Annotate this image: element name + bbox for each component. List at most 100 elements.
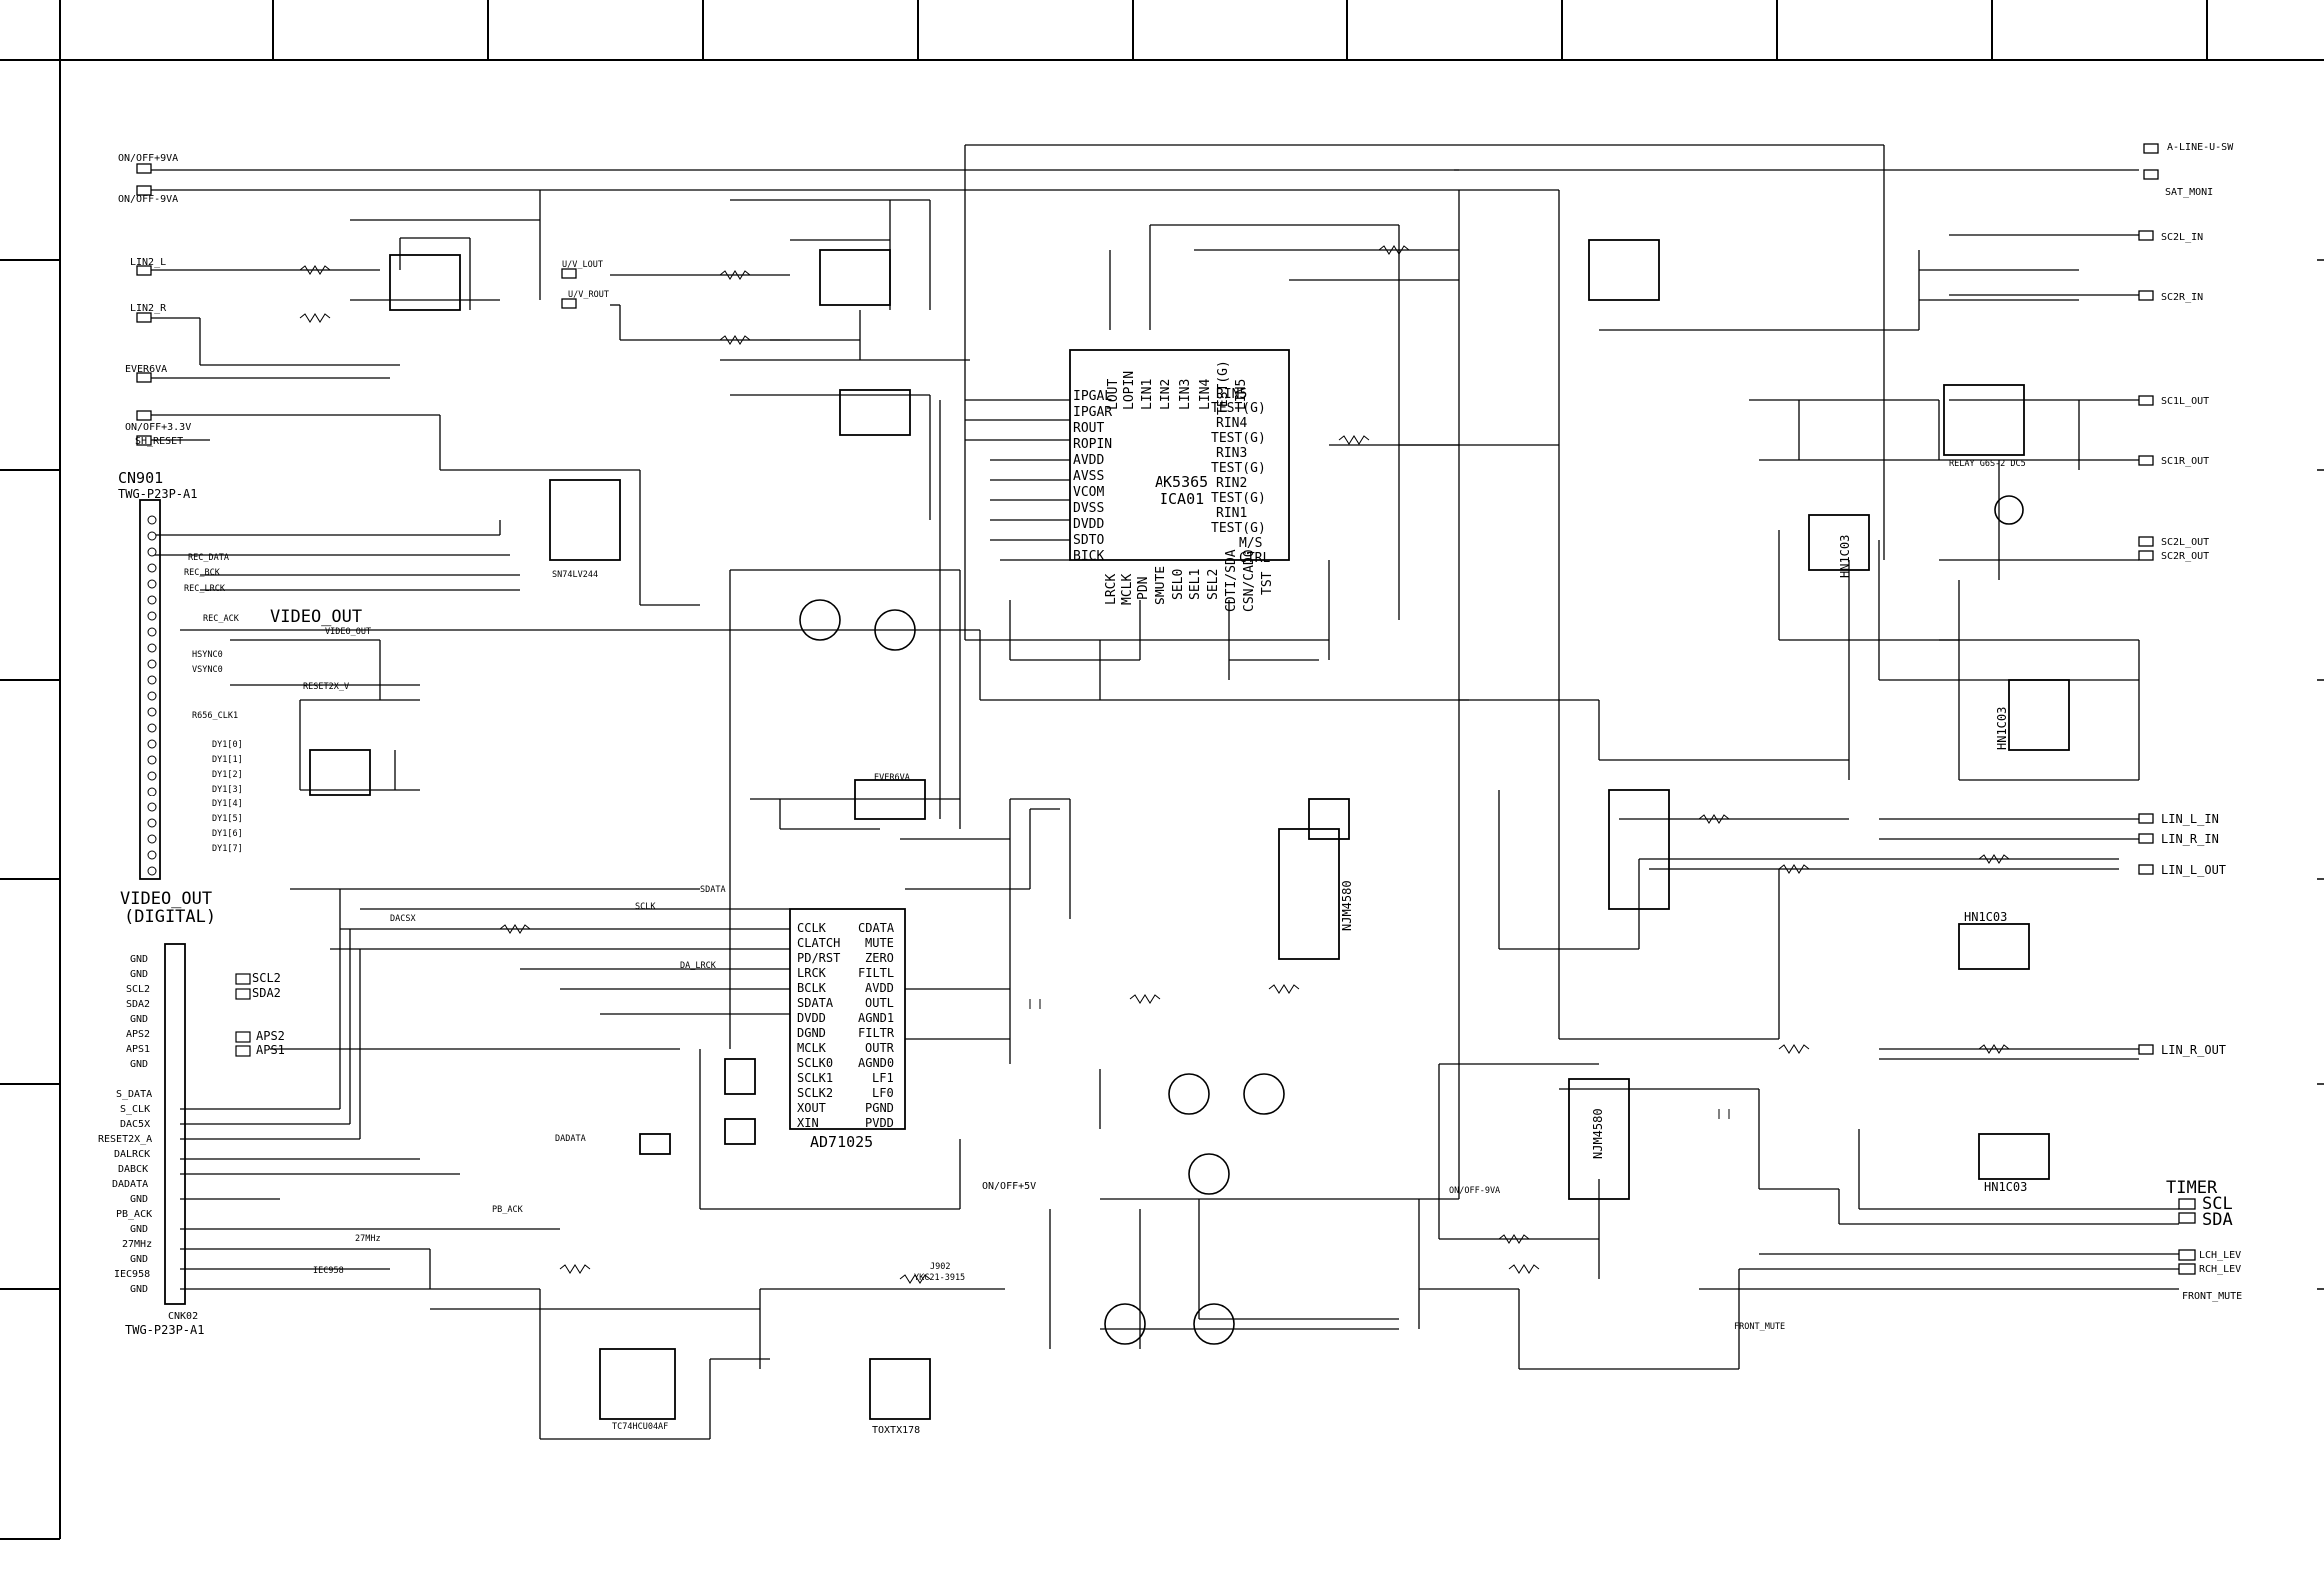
cn901-reset: RESET2X_V	[303, 682, 349, 692]
cnk02-pin-20: GND	[130, 1254, 148, 1265]
ak-pin-test-g1: TEST(G)	[1211, 401, 1266, 416]
ic-labels: AK5365 ICA01 AD71025 NJM4580 NJM4580 SN7…	[552, 473, 2027, 1436]
right-signal-labels: A-LINE-U-SW SAT_MONI SC2L_IN SC2R_IN SC1…	[2161, 142, 2242, 1302]
transistors	[799, 495, 2024, 1345]
ak-pin-rout: ROUT	[1073, 421, 1104, 436]
ak-pin-ipgar: IPGAR	[1073, 405, 1112, 420]
ic-ad71025-name: AD71025	[810, 1133, 873, 1151]
label-pb-ack: PB_ACK	[492, 1205, 524, 1215]
label-uv-lout: U/V_LOUT	[562, 260, 603, 270]
ad-pin-agnd1: AGND1	[858, 1011, 894, 1025]
label-sc2l-in: SC2L_IN	[2161, 232, 2203, 243]
label-on-off-m9va2: ON/OFF-9VA	[1449, 1186, 1500, 1196]
label-ever6va: EVER6VA	[125, 364, 167, 375]
label-sc1r-out: SC1R_OUT	[2161, 456, 2209, 467]
label-lin2-r: LIN2_R	[130, 303, 167, 314]
ad-pin-sclk1: SCLK1	[797, 1071, 833, 1085]
ad-pin-avdd: AVDD	[865, 981, 894, 995]
ak-pin-ropin: ROPIN	[1073, 437, 1112, 452]
ic-bodies	[139, 239, 2070, 1420]
cn901-net-hsync0: HSYNC0	[192, 650, 223, 660]
cnk02-side-scl2: SCL2	[252, 971, 281, 985]
ak-pin-lopin: LOPIN	[1122, 371, 1137, 410]
cnk02-pin-10: S_CLK	[120, 1104, 150, 1115]
ad-pin-mclk: MCLK	[797, 1041, 827, 1055]
cnk02-side-aps2: APS2	[256, 1029, 285, 1043]
ad-pin-filtr: FILTR	[858, 1026, 895, 1040]
left-ports	[136, 163, 577, 446]
label-ever6va2: EVER6VA	[874, 773, 910, 783]
cn901-net-r656-clk1: R656_CLK1	[192, 711, 238, 721]
ak5365-right-pins: RIN5 TEST(G) TEST(G) RIN4 TEST(G) RIN3 T…	[1211, 387, 1270, 566]
label-sda: SDA	[2202, 1210, 2233, 1230]
cn901-net-dy1-6: DY1[6]	[212, 829, 243, 839]
ic-ak5365-ref: ICA01	[1160, 490, 1204, 508]
cnk02-pin-17: PB_ACK	[116, 1209, 152, 1220]
cnk02-side-boxes	[235, 973, 251, 1057]
ak-pin-lin4: LIN4	[1198, 379, 1213, 410]
ad-pin-sclk2: SCLK2	[797, 1086, 833, 1100]
ad-pin-xout: XOUT	[797, 1101, 826, 1115]
ak-pin-lin2: LIN2	[1159, 379, 1173, 410]
ak-pin-lrck: LRCK	[1104, 574, 1119, 605]
ak-pin-sdto: SDTO	[1073, 533, 1104, 548]
ad-pin-mute: MUTE	[865, 936, 894, 950]
ad71025-right-pins: CDATA MUTE ZERO FILTL AVDD OUTL AGND1 FI…	[858, 921, 895, 1130]
ak-pin-vcom: VCOM	[1073, 485, 1104, 500]
ad-pin-pvdd: PVDD	[865, 1116, 894, 1130]
cn901-net-rec-data: REC_DATA	[188, 553, 229, 563]
ad-pin-pdrst: PD/RST	[797, 951, 840, 965]
cn901-net-rec-bck: REC_BCK	[184, 568, 221, 578]
ak-pin-test-g-top: TEST(G)	[1216, 360, 1231, 415]
ad-pin-xin: XIN	[797, 1116, 819, 1130]
cn901-net-dy1-0: DY1[0]	[212, 740, 243, 750]
ak-pin-avss: AVSS	[1073, 469, 1104, 484]
ak-pin-avdd: AVDD	[1073, 453, 1104, 468]
ak-pin-rin3: RIN3	[1216, 446, 1247, 461]
cn901-net-dy1-2: DY1[2]	[212, 770, 243, 780]
ad-pin-clatch: CLATCH	[797, 936, 840, 950]
drawing-frame	[0, 0, 2324, 1540]
ic-njm4580-1: NJM4580	[1340, 880, 1354, 931]
ad-pin-bclk: BCLK	[797, 981, 827, 995]
ak-pin-cdti-sda: CDTI/SDA	[1224, 549, 1239, 612]
cnk02-side-sda2: SDA2	[252, 986, 281, 1000]
ak-pin-mclk: MCLK	[1120, 574, 1135, 605]
right-ports	[2138, 143, 2196, 1275]
label-dadata: DADATA	[555, 1134, 586, 1144]
label-sc2l-out: SC2L_OUT	[2161, 537, 2209, 548]
ak-pin-lin3: LIN3	[1178, 379, 1193, 410]
cnk02-pin-8: GND	[130, 1059, 148, 1070]
cnk02-pin-4: SDA2	[126, 999, 150, 1010]
label-da-lrck: DA_LRCK	[680, 961, 717, 971]
ak-pin-ctrl: CTRL	[1239, 551, 1270, 566]
ak-pin-tst: TST	[1260, 571, 1275, 595]
label-uv-rout: U/V_ROUT	[568, 290, 609, 300]
label-lin-r-in: LIN_R_IN	[2161, 832, 2219, 846]
ak5365-left-pins: IPGAL IPGAR ROUT ROPIN AVDD AVSS VCOM DV…	[1073, 389, 1112, 564]
ak-pin-dvss: DVSS	[1073, 501, 1104, 516]
ak-pin-lin1: LIN1	[1140, 379, 1155, 410]
ak-pin-test-g3: TEST(G)	[1211, 461, 1266, 476]
label-video-out2: VIDEO_OUT	[325, 627, 371, 637]
ad-pin-agnd0: AGND0	[858, 1056, 894, 1070]
cn901-net-dy1-5: DY1[5]	[212, 814, 243, 824]
cnk02-block: VIDEO_OUT (DIGITAL) GND GND SCL2 SDA2 GN…	[98, 889, 285, 1337]
label-on-off-45v: ON/OFF+5V	[982, 1181, 1036, 1192]
cnk02-pin-19: 27MHz	[122, 1239, 152, 1250]
cn901-net-dy1-3: DY1[3]	[212, 785, 243, 795]
cn901-part: TWG-P23P-A1	[118, 487, 197, 501]
label-scl: SCL	[2202, 1194, 2233, 1214]
cnk02-pin-6: APS2	[126, 1029, 150, 1040]
ic-hn1c03-1: HN1C03	[1838, 535, 1852, 578]
left-signal-labels: ON/OFF+9VA ON/OFF-9VA LIN2_L LIN2_R EVER…	[118, 153, 191, 447]
ad-pin-dgnd: DGND	[797, 1026, 826, 1040]
label-27mhz: 27MHz	[355, 1234, 381, 1244]
ad-pin-filtl: FILTL	[858, 966, 894, 980]
ad-pin-cdata: CDATA	[858, 921, 895, 935]
ad-pin-sdata: SDATA	[797, 996, 834, 1010]
cnk02-sub: (DIGITAL)	[124, 907, 216, 927]
label-iec958: IEC958	[313, 1266, 344, 1276]
